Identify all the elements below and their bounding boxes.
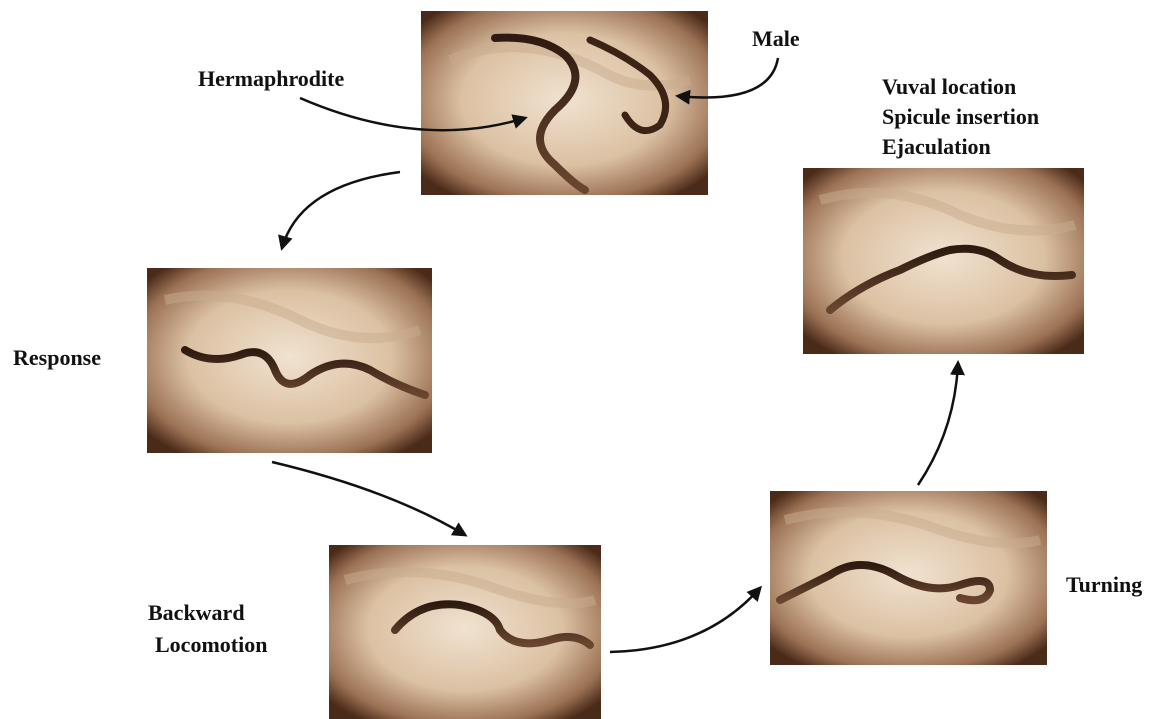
label-hermaphrodite: Hermaphrodite xyxy=(198,66,344,91)
label-male: Male xyxy=(752,26,800,51)
label-stage-line2: Spicule insertion xyxy=(882,104,1039,129)
label-backward-line1: Backward xyxy=(148,600,245,625)
photo-copulation xyxy=(803,168,1084,354)
arrow-to-backward xyxy=(272,462,465,535)
label-stage-line3: Ejaculation xyxy=(882,134,991,159)
label-response: Response xyxy=(13,345,101,370)
label-backward-line2: Locomotion xyxy=(155,632,267,657)
photo-response xyxy=(147,268,432,453)
photo-initial-contact xyxy=(421,11,708,195)
label-turning: Turning xyxy=(1066,572,1142,597)
label-stage-line1: Vuval location xyxy=(882,74,1016,99)
arrow-to-copulation xyxy=(918,363,958,485)
photo-backward-locomotion xyxy=(329,545,601,719)
arrow-to-turning xyxy=(610,588,760,652)
arrow-to-response xyxy=(282,172,400,248)
photo-turning xyxy=(770,491,1047,665)
